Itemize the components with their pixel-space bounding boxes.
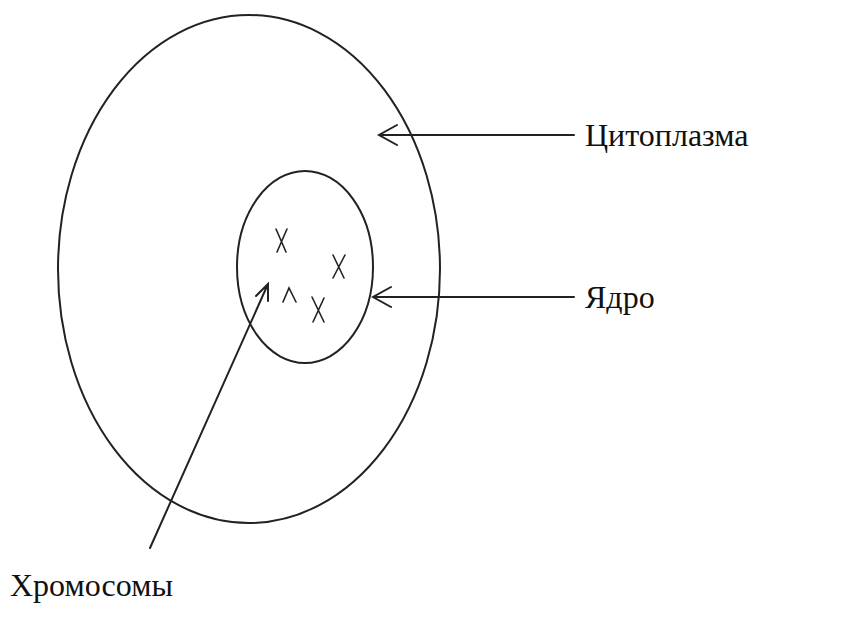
nucleus-outline	[237, 171, 373, 363]
part-label: Ядро	[585, 279, 655, 316]
leader-arrows	[150, 125, 574, 548]
part-label: Цитоплазма	[585, 117, 749, 154]
part-label: Хромосомы	[10, 567, 173, 604]
chromosome-marks	[276, 229, 345, 322]
cell-outline	[58, 15, 440, 523]
